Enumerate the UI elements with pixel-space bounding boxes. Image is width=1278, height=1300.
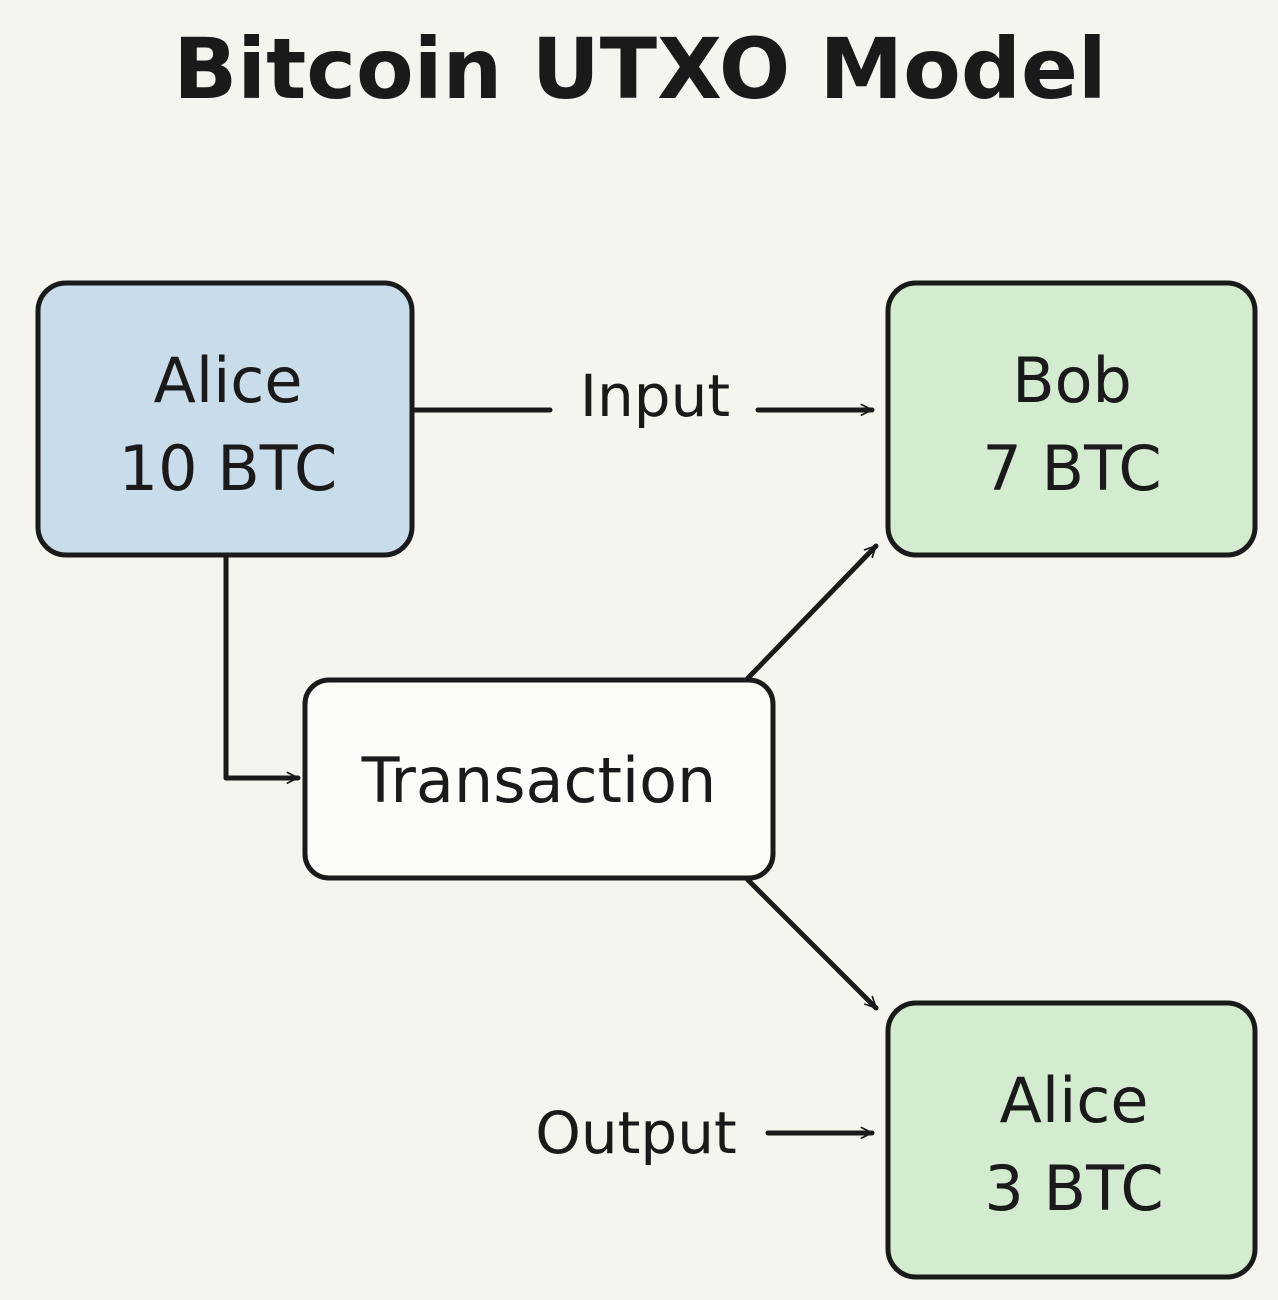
bob-name: Bob bbox=[1012, 344, 1132, 417]
transaction-node: Transaction bbox=[302, 677, 776, 881]
output-label: Output bbox=[535, 1099, 736, 1167]
alice-to-transaction-arrow bbox=[223, 553, 301, 785]
transaction-to-alice-change-arrow bbox=[745, 877, 879, 1011]
alice-input-name: Alice bbox=[153, 344, 302, 417]
alice-change-node: Alice 3 BTC bbox=[885, 1000, 1258, 1280]
bob-output-node: Bob 7 BTC bbox=[885, 280, 1258, 558]
connectors bbox=[223, 403, 879, 1140]
alice-change-name: Alice bbox=[999, 1064, 1148, 1137]
alice-input-node: Alice 10 BTC bbox=[35, 280, 415, 558]
diagram-title: Bitcoin UTXO Model bbox=[173, 20, 1106, 118]
alice-input-amount: 10 BTC bbox=[119, 432, 338, 505]
input-label: Input bbox=[580, 362, 730, 430]
alice-change-amount: 3 BTC bbox=[984, 1152, 1163, 1225]
transaction-to-bob-arrow bbox=[745, 543, 879, 681]
bob-amount: 7 BTC bbox=[982, 432, 1161, 505]
transaction-label: Transaction bbox=[361, 744, 717, 817]
